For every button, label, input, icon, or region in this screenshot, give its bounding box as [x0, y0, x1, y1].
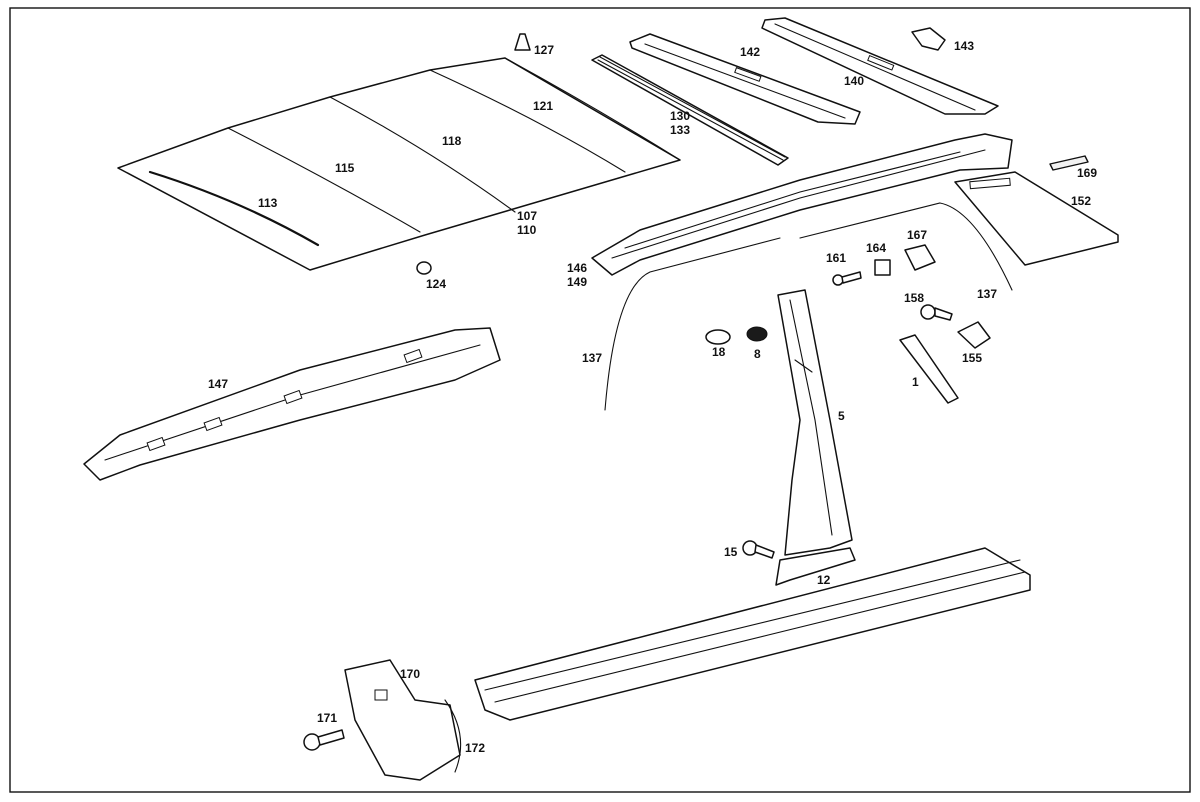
window-panel-152 [954, 171, 1119, 266]
sill [474, 547, 1031, 721]
label-167: 167 [907, 228, 927, 242]
label-113: 113 [258, 196, 278, 210]
seal-strip-172 [444, 699, 462, 773]
label-155: 155 [962, 351, 982, 365]
label-130: 130 [670, 109, 690, 123]
label-8: 8 [754, 347, 761, 361]
label-127: 127 [534, 43, 554, 57]
label-169: 169 [1077, 166, 1097, 180]
roof-panel [117, 57, 681, 271]
label-12: 12 [817, 573, 831, 587]
clip-155 [957, 321, 991, 349]
seal-strip-130 [591, 54, 789, 166]
label-171: 171 [317, 711, 337, 725]
nut-164 [874, 259, 891, 276]
roof-rail-140 [761, 17, 999, 115]
label-172: 172 [465, 741, 485, 755]
moulding-137-right [799, 202, 1013, 291]
cap-8 [746, 326, 768, 342]
label-107: 107 [517, 209, 537, 223]
cap-18 [705, 329, 731, 345]
label-137-right: 137 [977, 287, 997, 301]
diagram-frame [9, 7, 1191, 793]
label-124: 124 [426, 277, 446, 291]
screw-161 [832, 271, 862, 286]
clip-127 [514, 33, 531, 51]
label-143: 143 [954, 39, 974, 53]
roof-frame-146 [591, 133, 1013, 276]
label-149: 149 [567, 275, 587, 289]
label-140: 140 [844, 74, 864, 88]
side-rail-147 [83, 327, 501, 481]
cap-169 [1049, 155, 1089, 171]
label-121: 121 [533, 99, 553, 113]
label-146: 146 [567, 261, 587, 275]
label-133: 133 [670, 123, 690, 137]
clip-143 [911, 27, 946, 51]
screw-158 [920, 304, 953, 321]
label-1: 1 [912, 375, 919, 389]
label-137-left: 137 [582, 351, 602, 365]
screw-15 [742, 540, 775, 559]
label-115: 115 [335, 161, 355, 175]
clip-167 [904, 244, 936, 271]
label-164: 164 [866, 241, 886, 255]
bolt-171 [303, 729, 345, 751]
label-15: 15 [724, 545, 738, 559]
label-142: 142 [740, 45, 760, 59]
pillar-trim-5 [777, 289, 853, 556]
label-5: 5 [838, 409, 845, 423]
label-161: 161 [826, 251, 846, 265]
label-118: 118 [442, 134, 462, 148]
label-110: 110 [517, 223, 537, 237]
label-170: 170 [400, 667, 420, 681]
label-147: 147 [208, 377, 228, 391]
label-18: 18 [712, 345, 726, 359]
label-152: 152 [1071, 194, 1091, 208]
roof-rail-142 [629, 33, 861, 125]
plug-124 [416, 261, 432, 275]
trim-12 [775, 547, 856, 586]
moulding-137-left [604, 237, 781, 411]
label-158: 158 [904, 291, 924, 305]
trim-1 [899, 334, 959, 404]
